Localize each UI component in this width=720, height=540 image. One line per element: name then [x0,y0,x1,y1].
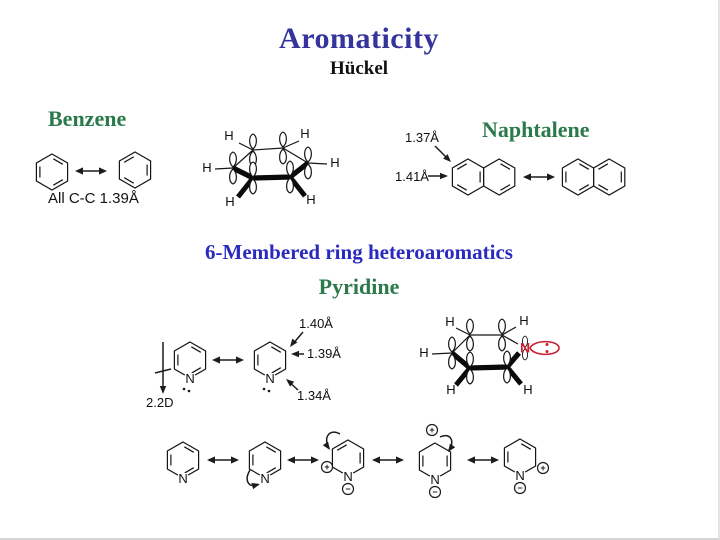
electron-push-arrow [246,469,261,490]
pyridine-ring: N [166,441,200,486]
svg-text:−: − [345,484,350,494]
ring-front-bonds [231,160,310,181]
naphtalene-diagram: 1.37Å 1.41Å [395,130,626,196]
nitrogen-label: N [185,371,194,386]
ring-back-bonds [451,334,519,354]
hydrogen-label: H [202,160,211,175]
pyridine-ring: N − + [320,439,365,496]
naphthalene-ring [561,158,595,196]
benzene-orbital-diagram: H H H H H H [202,126,339,209]
c-h-bonds [431,326,523,387]
benzene-heading: Benzene [48,106,127,131]
hydrogen-label: H [300,126,309,141]
naphtalene-heading: Naphtalene [482,117,590,142]
slide-title: Aromaticity [279,22,439,55]
ring-back-bonds [232,147,309,169]
nitrogen-lone-pair-lobe [529,340,560,356]
svg-text:−: − [517,483,522,493]
naphthalene-ring [592,158,626,196]
naphthalene-ring [451,158,485,196]
resonance-arrow [522,172,556,182]
hydrogen-label: H [225,194,234,209]
resonance-arrow [466,455,500,465]
nitrogen-label: N [178,471,187,486]
hydrogen-label: H [419,345,428,360]
nitrogen-label: N [260,471,269,486]
pyridine-resonance-row: N N N − + [166,423,550,499]
pyridine-ring: N − + [503,438,550,495]
benzene-resonance-diagram [35,151,152,191]
resonance-arrow [371,455,405,465]
pyridine-ring: N − + [418,423,452,499]
pyridine-data-diagram: 2.2D N N 1.40Å 1.39Å 1.34Å [146,316,341,410]
svg-text:+: + [429,425,434,435]
pyridine-ring: N [173,341,207,393]
nitrogen-label: N [343,469,352,484]
pyridine-ring: N [248,441,282,486]
benzene-ring [118,151,152,189]
pyridine-orbital-diagram: N H H H H H [419,313,560,397]
svg-text:+: + [540,463,545,473]
minus-charge: − [428,485,442,499]
benzene-bond-caption: All C-C 1.39Å [48,190,139,207]
bond-length-label: 1.41Å [395,169,429,184]
dipole-moment-label: 2.2D [146,395,173,410]
resonance-arrow [211,355,245,365]
bond-length-label: 1.37Å [405,130,439,145]
svg-text:−: − [432,487,437,497]
bond-length-arrow [434,145,454,165]
plus-charge: + [536,461,550,475]
hydrogen-label: H [523,382,532,397]
svg-text:+: + [324,462,329,472]
heteroaromatics-heading: 6-Membered ring heteroaromatics [205,240,513,264]
electron-push-arrow [439,435,456,454]
resonance-arrow [206,455,240,465]
plus-charge: + [425,423,439,437]
resonance-arrow [286,455,320,465]
ring-front-bonds [450,351,521,371]
hydrogen-label: H [330,155,339,170]
resonance-arrow [74,166,108,176]
bond-length-arrow [291,350,304,358]
bond-length-arrow [287,331,304,349]
bond-length-arrow [428,172,448,180]
slide-subtitle: Hückel [329,58,389,79]
dipole-arrow [154,342,172,394]
bond-length-label: 1.40Å [299,316,333,331]
pyridine-heading: Pyridine [318,274,400,299]
nitrogen-label: N [265,371,274,386]
electron-push-arrow [322,431,341,452]
hydrogen-label: H [306,192,315,207]
nitrogen-label: N [520,340,530,356]
bond-length-label: 1.39Å [307,346,341,361]
hydrogen-label: H [446,382,455,397]
nitrogen-label: N [515,468,524,483]
bond-length-label: 1.34Å [297,388,331,403]
minus-charge: − [341,482,355,496]
pyridine-ring: N [253,341,287,393]
hydrogen-label: H [445,314,454,329]
plus-charge: + [320,460,334,474]
benzene-ring [35,153,69,191]
hydrogen-label: H [224,128,233,143]
hydrogen-label: H [519,313,528,328]
naphthalene-ring [483,158,516,196]
nitrogen-label: N [430,472,439,487]
bond-length-arrow [283,376,299,391]
minus-charge: − [513,481,527,495]
